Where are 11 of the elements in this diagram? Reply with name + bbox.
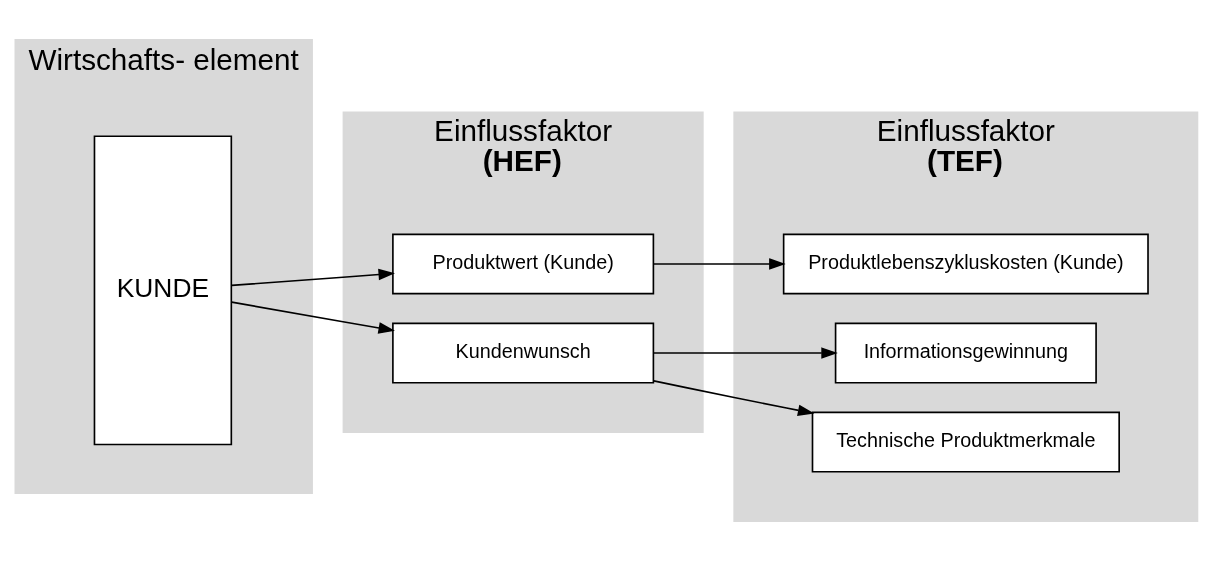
arrow xyxy=(652,380,815,416)
arrow xyxy=(230,301,395,334)
node-box: KUNDE xyxy=(93,135,233,446)
arrow xyxy=(230,268,395,287)
arrow xyxy=(652,258,786,270)
node-box: Produktwert (Kunde) xyxy=(392,233,655,295)
node-box: Technische Produktmerkmale xyxy=(811,411,1120,473)
node-box: Kundenwunsch xyxy=(392,322,655,384)
node-box: Informationsgewinnung xyxy=(834,322,1097,384)
arrow xyxy=(652,347,838,359)
node-box: Produktlebenszykluskosten (Kunde) xyxy=(782,233,1149,295)
